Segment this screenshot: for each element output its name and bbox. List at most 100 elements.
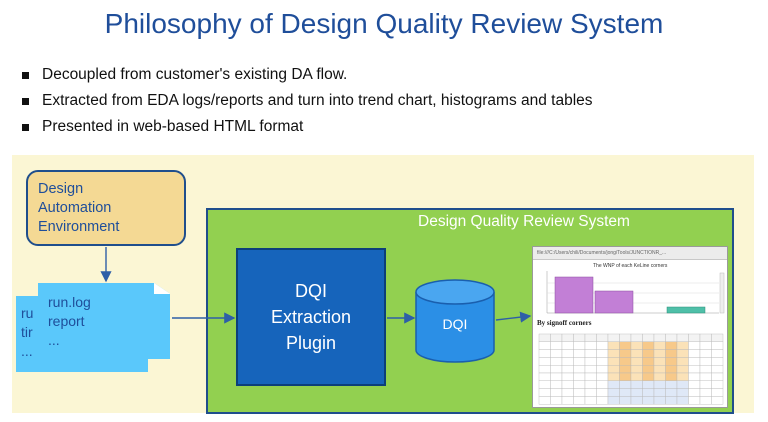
table-cell <box>643 389 655 397</box>
table-cell <box>574 342 586 350</box>
table-cell <box>677 342 689 350</box>
table-cell <box>620 365 632 373</box>
table-cell <box>539 357 551 365</box>
table-cell <box>654 365 666 373</box>
table-cell <box>597 334 609 342</box>
table-cell <box>620 342 632 350</box>
table-cell <box>539 334 551 342</box>
table-cell <box>631 357 643 365</box>
table-cell <box>700 334 712 342</box>
table-cell <box>689 389 701 397</box>
table-cell <box>654 373 666 381</box>
table-cell <box>608 396 620 404</box>
table-cell <box>620 373 632 381</box>
table-cell <box>643 365 655 373</box>
table-cell <box>700 350 712 358</box>
table-cell <box>620 389 632 397</box>
table-cell <box>631 381 643 389</box>
table-cell <box>643 373 655 381</box>
table-cell <box>712 357 724 365</box>
table-cell <box>654 334 666 342</box>
table-cell <box>608 342 620 350</box>
table-cell <box>689 350 701 358</box>
table-cell <box>654 389 666 397</box>
table-cell <box>597 350 609 358</box>
report-bar <box>667 307 705 313</box>
report-table-grid <box>537 333 725 405</box>
browser-address-bar: file:///C:/Users/chili/Documents/jong/To… <box>533 247 727 260</box>
table-cell <box>654 357 666 365</box>
table-cell <box>700 365 712 373</box>
table-cell <box>620 350 632 358</box>
table-cell <box>689 396 701 404</box>
table-cell <box>551 396 563 404</box>
table-cell <box>677 389 689 397</box>
table-cell <box>689 334 701 342</box>
table-cell <box>700 396 712 404</box>
table-cell <box>712 365 724 373</box>
table-cell <box>689 365 701 373</box>
table-cell <box>551 350 563 358</box>
table-cell <box>666 334 678 342</box>
table-cell <box>654 342 666 350</box>
table-cell <box>689 373 701 381</box>
table-cell <box>677 365 689 373</box>
table-cell <box>551 373 563 381</box>
table-cell <box>712 396 724 404</box>
table-cell <box>597 342 609 350</box>
table-cell <box>562 381 574 389</box>
table-cell <box>666 389 678 397</box>
table-cell <box>551 357 563 365</box>
table-cell <box>620 357 632 365</box>
table-cell <box>574 373 586 381</box>
table-cell <box>654 396 666 404</box>
table-cell <box>654 350 666 358</box>
table-cell <box>574 357 586 365</box>
table-cell <box>666 381 678 389</box>
table-cell <box>620 381 632 389</box>
table-cell <box>700 373 712 381</box>
table-cell <box>597 389 609 397</box>
mini-bar-chart <box>537 269 725 317</box>
table-cell <box>574 396 586 404</box>
table-cell <box>677 381 689 389</box>
table-cell <box>539 365 551 373</box>
table-cell <box>712 381 724 389</box>
table-cell <box>666 365 678 373</box>
table-cell <box>551 342 563 350</box>
arrow-icon <box>496 316 530 320</box>
table-cell <box>574 365 586 373</box>
table-cell <box>631 342 643 350</box>
table-cell <box>562 357 574 365</box>
table-cell <box>631 334 643 342</box>
dqi-database-label: DQI <box>416 316 494 332</box>
table-cell <box>631 365 643 373</box>
table-cell <box>712 373 724 381</box>
table-cell <box>643 357 655 365</box>
table-cell <box>689 357 701 365</box>
table-cell <box>631 350 643 358</box>
table-cell <box>700 342 712 350</box>
table-cell <box>608 350 620 358</box>
table-cell <box>677 373 689 381</box>
table-cell <box>654 381 666 389</box>
table-cell <box>643 350 655 358</box>
table-cell <box>666 342 678 350</box>
table-cell <box>539 342 551 350</box>
table-cell <box>689 342 701 350</box>
table-cell <box>562 396 574 404</box>
table-cell <box>585 357 597 365</box>
table-cell <box>597 357 609 365</box>
table-cell <box>700 389 712 397</box>
table-cell <box>585 389 597 397</box>
table-cell <box>608 381 620 389</box>
table-cell <box>631 396 643 404</box>
table-cell <box>666 357 678 365</box>
table-cell <box>585 373 597 381</box>
table-cell <box>551 381 563 389</box>
table-cell <box>539 381 551 389</box>
table-cell <box>597 373 609 381</box>
html-report-browser-window: file:///C:/Users/chili/Documents/jong/To… <box>532 246 728 408</box>
table-cell <box>666 396 678 404</box>
table-cell <box>608 389 620 397</box>
